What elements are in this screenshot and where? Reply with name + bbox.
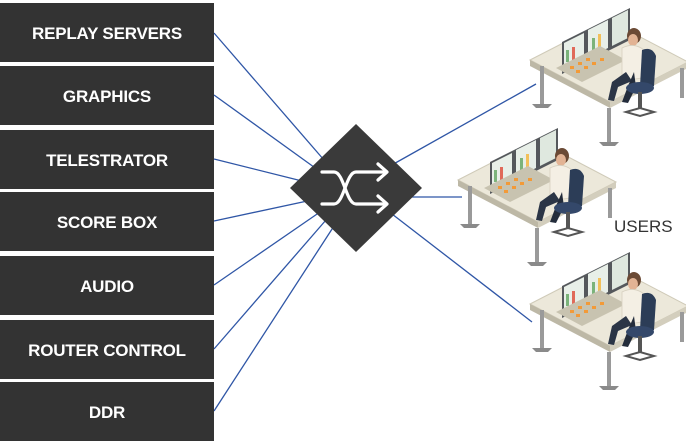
source-label: GRAPHICS bbox=[63, 87, 151, 106]
link-telestrator bbox=[213, 158, 307, 183]
user-workstations bbox=[457, 7, 686, 391]
switch-arrows-icon bbox=[320, 162, 389, 214]
user-connector-lines bbox=[389, 83, 537, 323]
source-box-graphics: GRAPHICS bbox=[0, 66, 214, 125]
source-box-replay-servers: REPLAY SERVERS bbox=[0, 3, 214, 62]
source-label: AUDIO bbox=[80, 277, 134, 296]
source-box-ddr: DDR bbox=[0, 382, 214, 441]
link-user-top bbox=[389, 83, 537, 167]
switch-hub bbox=[290, 124, 422, 252]
source-label: TELESTRATOR bbox=[46, 151, 168, 170]
link-score-box bbox=[213, 199, 313, 222]
source-box-score-box: SCORE BOX bbox=[0, 192, 214, 251]
source-label: ROUTER CONTROL bbox=[28, 341, 186, 360]
source-label: DDR bbox=[89, 403, 125, 422]
link-graphics bbox=[213, 94, 319, 171]
link-replay-servers bbox=[213, 32, 325, 161]
link-user-bottom bbox=[391, 213, 533, 323]
users-label: USERS bbox=[614, 217, 673, 236]
source-list: REPLAY SERVERS GRAPHICS TELESTRATOR SCOR… bbox=[0, 3, 214, 441]
source-box-telestrator: TELESTRATOR bbox=[0, 130, 214, 189]
source-label: REPLAY SERVERS bbox=[32, 24, 182, 43]
link-ddr bbox=[213, 225, 335, 412]
workstation-operator-icon bbox=[529, 7, 686, 147]
workstation-operator-icon bbox=[457, 127, 617, 267]
source-connector-lines bbox=[213, 32, 335, 412]
link-audio bbox=[213, 211, 321, 286]
workstation-operator-icon bbox=[529, 251, 686, 391]
link-router-control bbox=[213, 219, 327, 350]
source-box-audio: AUDIO bbox=[0, 256, 214, 315]
source-box-router-control: ROUTER CONTROL bbox=[0, 320, 214, 379]
source-label: SCORE BOX bbox=[57, 213, 158, 232]
